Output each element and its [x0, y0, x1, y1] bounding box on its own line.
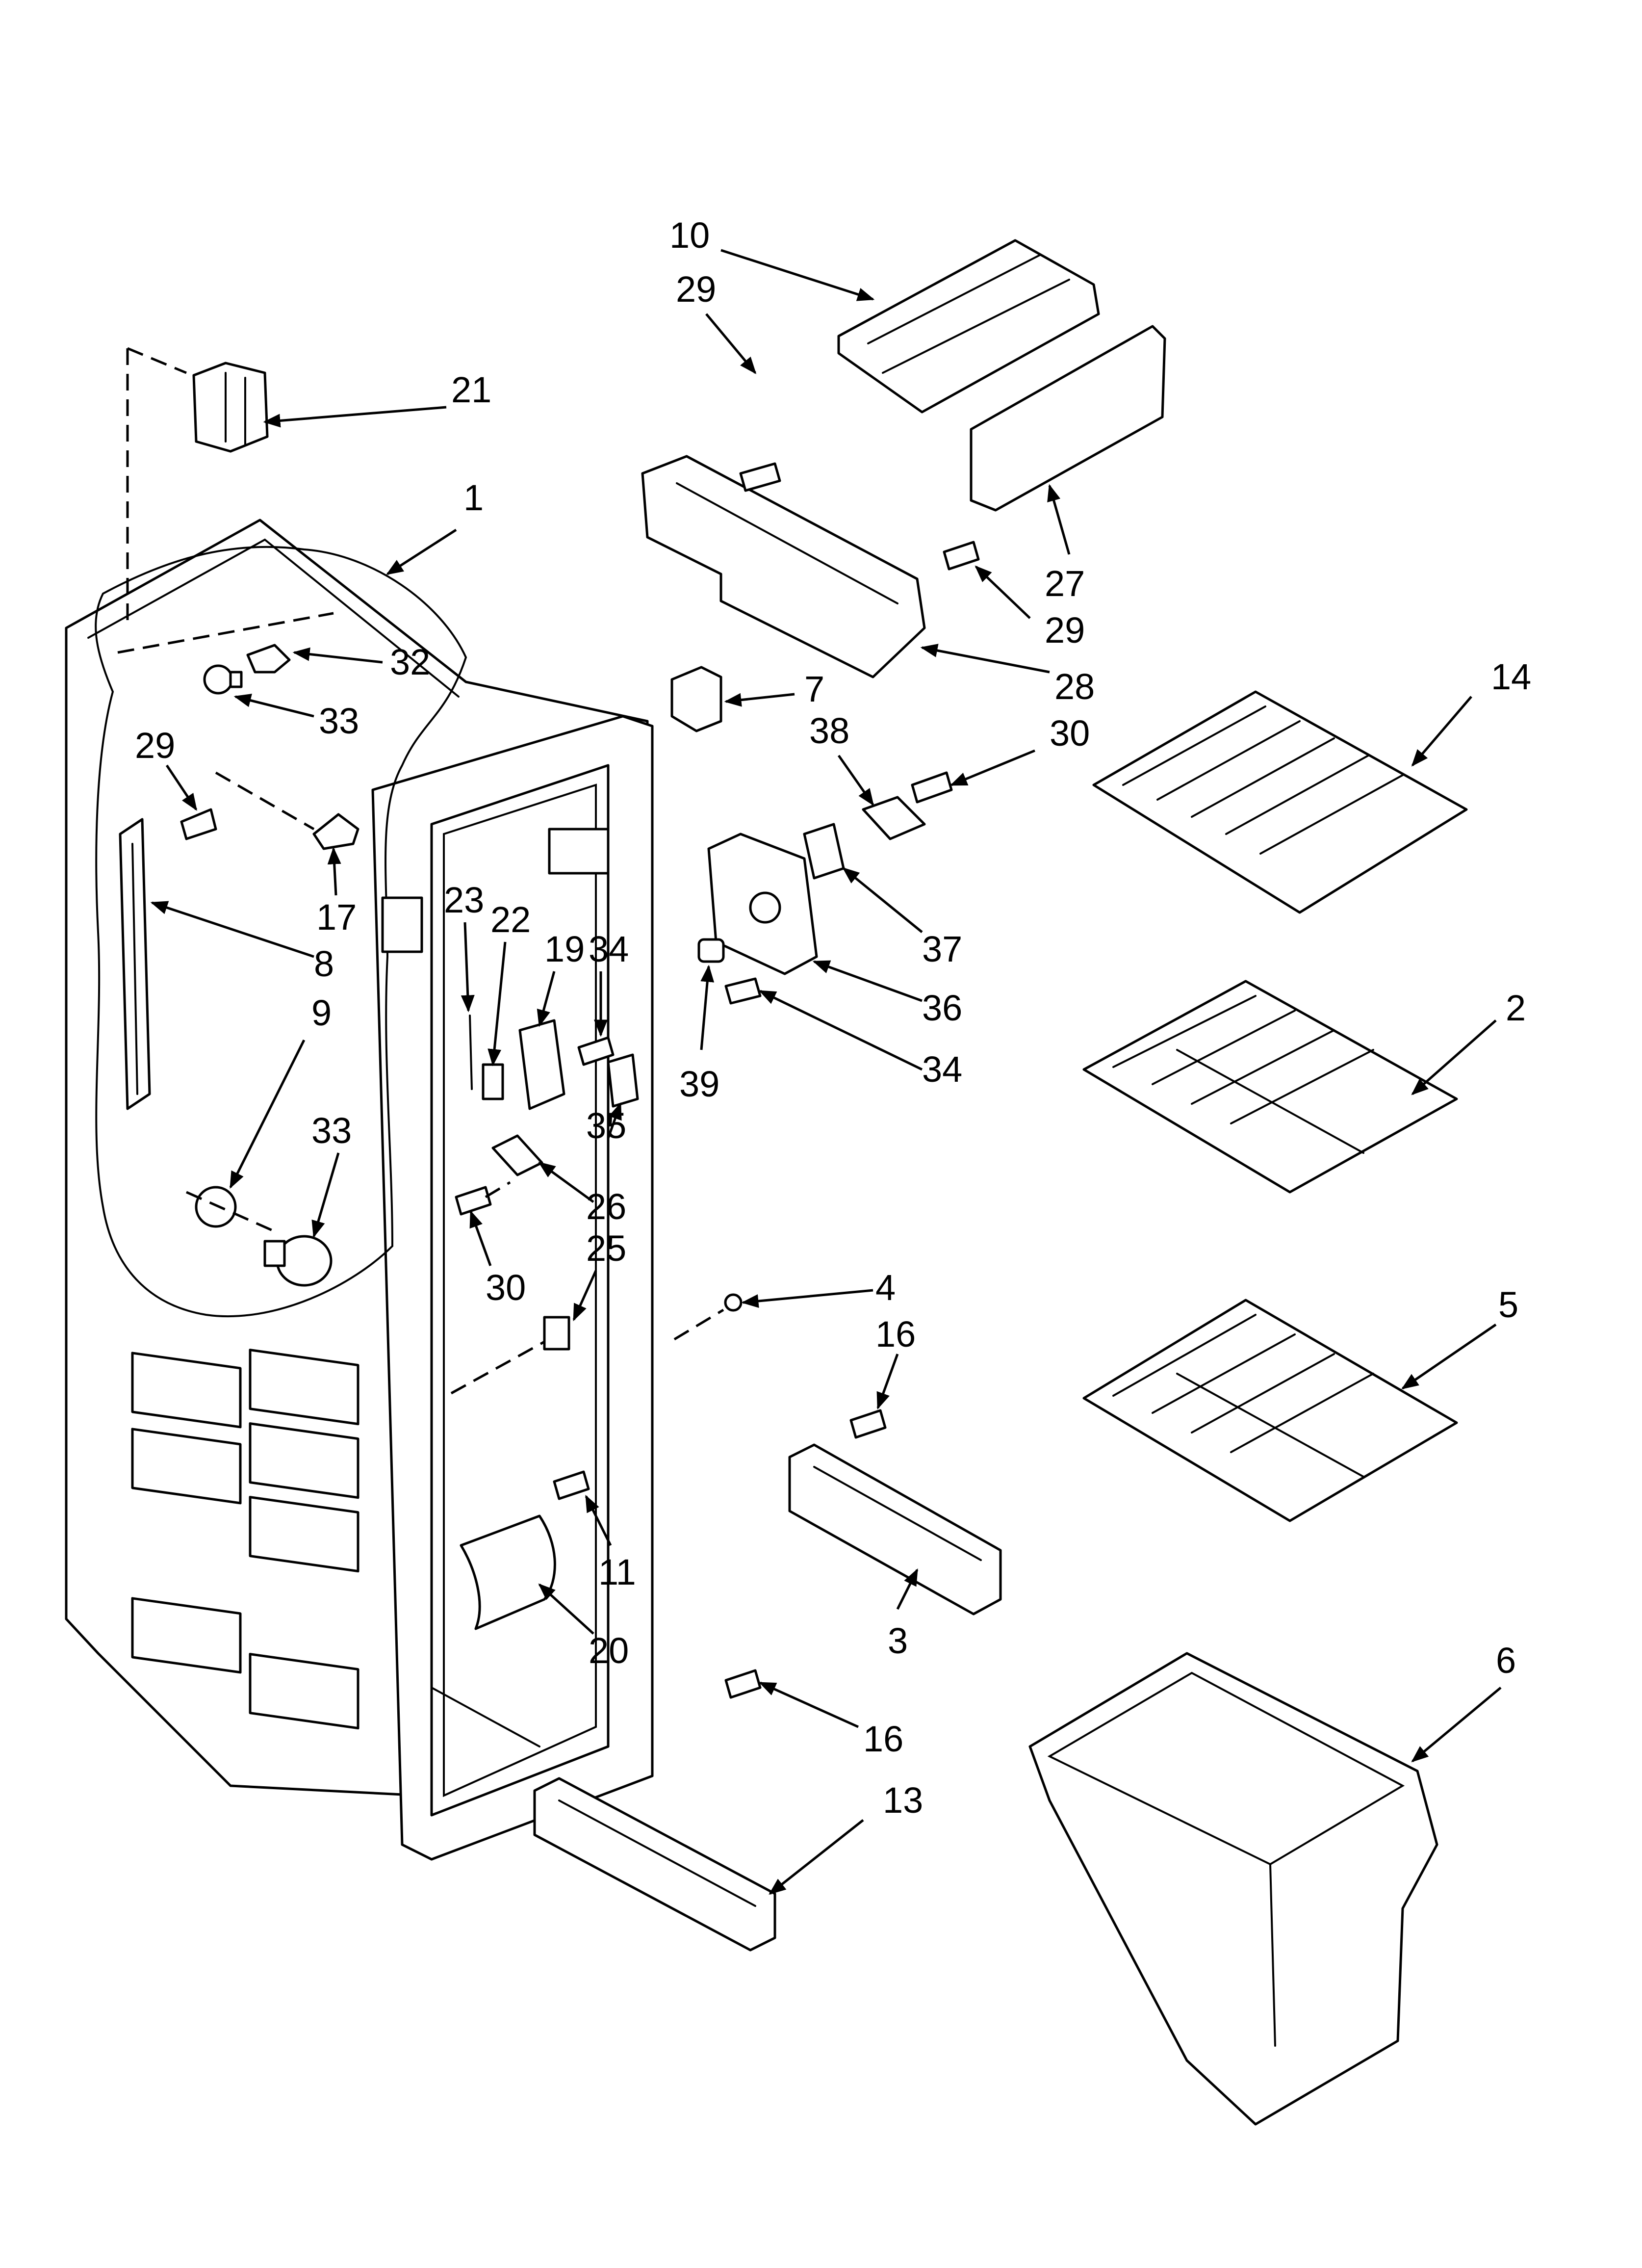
- callout-4: 4: [875, 1267, 896, 1308]
- part-13-rail: [533, 1777, 776, 1952]
- callout-32: 32: [390, 642, 430, 682]
- callout-8: 8: [314, 943, 334, 984]
- part-30-screw-upper: [911, 771, 953, 804]
- part-27-panel: [970, 325, 1166, 512]
- part-8-shelf-rail: [119, 818, 151, 1110]
- part-16-screw-upper: [849, 1409, 887, 1439]
- part-28-housing: [641, 455, 926, 678]
- part-35-bracket: [607, 1053, 639, 1108]
- callout-2: 2: [1506, 988, 1526, 1028]
- part-37-switch: [803, 823, 845, 880]
- callout-5: 5: [1498, 1284, 1518, 1325]
- callout-27: 27: [1045, 563, 1085, 604]
- part-4-plug: [673, 1293, 743, 1341]
- callout-1: 1: [463, 477, 484, 518]
- part-17-clip: [215, 771, 359, 850]
- callout-30: 30: [1050, 713, 1090, 754]
- callout-37: 37: [922, 929, 962, 969]
- part-1-liner: [65, 519, 654, 1861]
- callout-29: 29: [1045, 610, 1085, 651]
- callout-34: 34: [589, 929, 629, 969]
- part-30-screw-lower: [455, 1181, 511, 1216]
- part-5-shelf: [1082, 1299, 1458, 1522]
- part-34-screw-inner: [577, 1036, 615, 1066]
- part-2-shelf: [1082, 980, 1458, 1194]
- part-36-control-housing: [707, 833, 818, 975]
- part-32-light-socket: [117, 612, 334, 674]
- part-39-knob: [697, 938, 725, 963]
- part-3-rail: [788, 1443, 1002, 1616]
- callout-3: 3: [888, 1620, 908, 1661]
- callout-22: 22: [490, 899, 531, 940]
- callout-21: 21: [451, 369, 491, 410]
- part-10-cover: [837, 239, 1100, 414]
- part-25-connector: [450, 1316, 570, 1395]
- callout-6: 6: [1496, 1640, 1516, 1681]
- callout-25: 25: [586, 1228, 626, 1269]
- part-11-screw: [553, 1470, 590, 1500]
- callout-13: 13: [883, 1780, 923, 1821]
- part-21-hinge-cover: [126, 347, 269, 623]
- part-23-pin: [469, 1015, 473, 1090]
- callout-11: 11: [598, 1552, 636, 1592]
- part-6-crisper-bin: [1028, 1652, 1438, 2126]
- callout-10: 10: [669, 215, 710, 256]
- part-16-screw-lower: [724, 1669, 762, 1699]
- callout-39: 39: [679, 1064, 719, 1104]
- part-38-board: [862, 796, 926, 840]
- callout-29: 29: [676, 269, 716, 310]
- callout-7: 7: [804, 669, 824, 709]
- callout-16: 16: [875, 1314, 916, 1355]
- callout-28: 28: [1054, 666, 1095, 707]
- callout-labels: 10 29 21 1 32 33 27 29 28 7 38 30 14 29 …: [135, 215, 1531, 1821]
- part-9-socket: [185, 1186, 276, 1233]
- part-33-bulb-lower: [263, 1235, 333, 1287]
- leader-lines: [150, 249, 1502, 1895]
- callout-33: 33: [319, 701, 359, 741]
- callout-30: 30: [486, 1267, 526, 1308]
- callout-16: 16: [863, 1719, 903, 1759]
- callout-23: 23: [444, 880, 484, 920]
- part-29-screw-left: [180, 808, 217, 840]
- part-33-bulb-top: [203, 664, 243, 695]
- callout-9: 9: [311, 992, 332, 1033]
- callout-26: 26: [586, 1186, 626, 1227]
- part-34-screw-lower-control: [724, 977, 762, 1005]
- part-29-screw-right: [943, 541, 980, 571]
- callout-29: 29: [135, 725, 175, 766]
- part-7-bracket: [670, 666, 722, 732]
- part-14-shelf: [1092, 690, 1468, 914]
- part-22-tab: [482, 1063, 504, 1100]
- callout-19: 19: [544, 929, 585, 969]
- callout-36: 36: [922, 988, 962, 1028]
- callout-17: 17: [316, 897, 357, 938]
- part-29-screw-top: [739, 462, 781, 492]
- callout-34: 34: [922, 1049, 962, 1090]
- callout-20: 20: [589, 1630, 629, 1671]
- callout-35: 35: [586, 1105, 626, 1146]
- callout-33: 33: [311, 1110, 352, 1151]
- callout-38: 38: [809, 710, 849, 751]
- callout-14: 14: [1491, 656, 1531, 697]
